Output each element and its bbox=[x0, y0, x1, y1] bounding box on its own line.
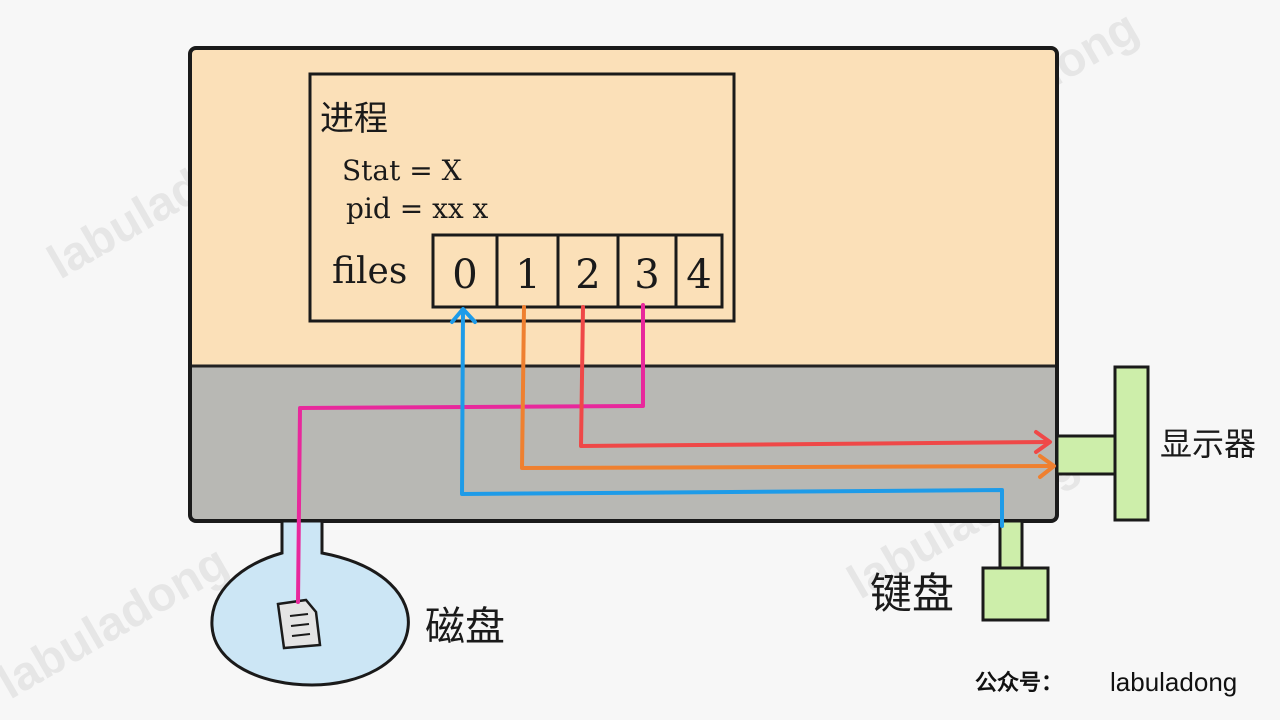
fd-cell-0: 0 bbox=[452, 252, 477, 298]
file-icon bbox=[276, 598, 322, 650]
monitor-connector bbox=[1055, 434, 1119, 476]
files-label: files bbox=[332, 251, 407, 292]
disk-device: 磁盘 bbox=[210, 519, 505, 687]
monitor-screen bbox=[1113, 365, 1150, 522]
fd2-arrowhead bbox=[1034, 430, 1052, 454]
fd1-arrowhead bbox=[1038, 454, 1056, 479]
watermark-5: labuladong bbox=[0, 536, 237, 710]
keyboard-connector bbox=[998, 519, 1024, 571]
footer: 公众号： labuladong bbox=[975, 667, 1237, 697]
footer-brand: labuladong bbox=[1110, 667, 1237, 697]
fd-table-outline bbox=[431, 233, 724, 309]
disk-shape bbox=[210, 519, 410, 687]
fd1-to-monitor-line bbox=[520, 305, 1054, 470]
keyboard-device: 键盘 bbox=[870, 519, 1050, 622]
process-pid: pid = xx x bbox=[346, 192, 489, 225]
keyboard-label: 键盘 bbox=[870, 569, 954, 618]
fd-table: 0 1 2 3 4 bbox=[431, 233, 724, 309]
disk-label: 磁盘 bbox=[425, 604, 505, 650]
monitor-device: 显示器 bbox=[1055, 365, 1256, 522]
fd3-to-disk-line bbox=[296, 303, 645, 604]
fd-cell-1: 1 bbox=[515, 252, 540, 298]
fd-cell-4: 4 bbox=[686, 252, 711, 298]
process-area bbox=[190, 48, 1057, 370]
process-title: 进程 bbox=[320, 99, 388, 139]
fd-connections bbox=[296, 303, 1056, 604]
fd-cell-2: 2 bbox=[575, 252, 600, 298]
keyboard-body bbox=[981, 566, 1050, 622]
fd2-to-monitor-line bbox=[579, 305, 1050, 448]
footer-label: 公众号： bbox=[975, 671, 1063, 696]
monitor-label: 显示器 bbox=[1160, 425, 1256, 463]
process-stat: Stat = X bbox=[342, 154, 462, 187]
fd0-arrowhead bbox=[450, 307, 477, 324]
fd0-from-keyboard-line bbox=[460, 308, 1004, 528]
computer-outline bbox=[188, 46, 1059, 523]
fd-cell-3: 3 bbox=[634, 252, 659, 298]
computer-box bbox=[188, 46, 1059, 523]
